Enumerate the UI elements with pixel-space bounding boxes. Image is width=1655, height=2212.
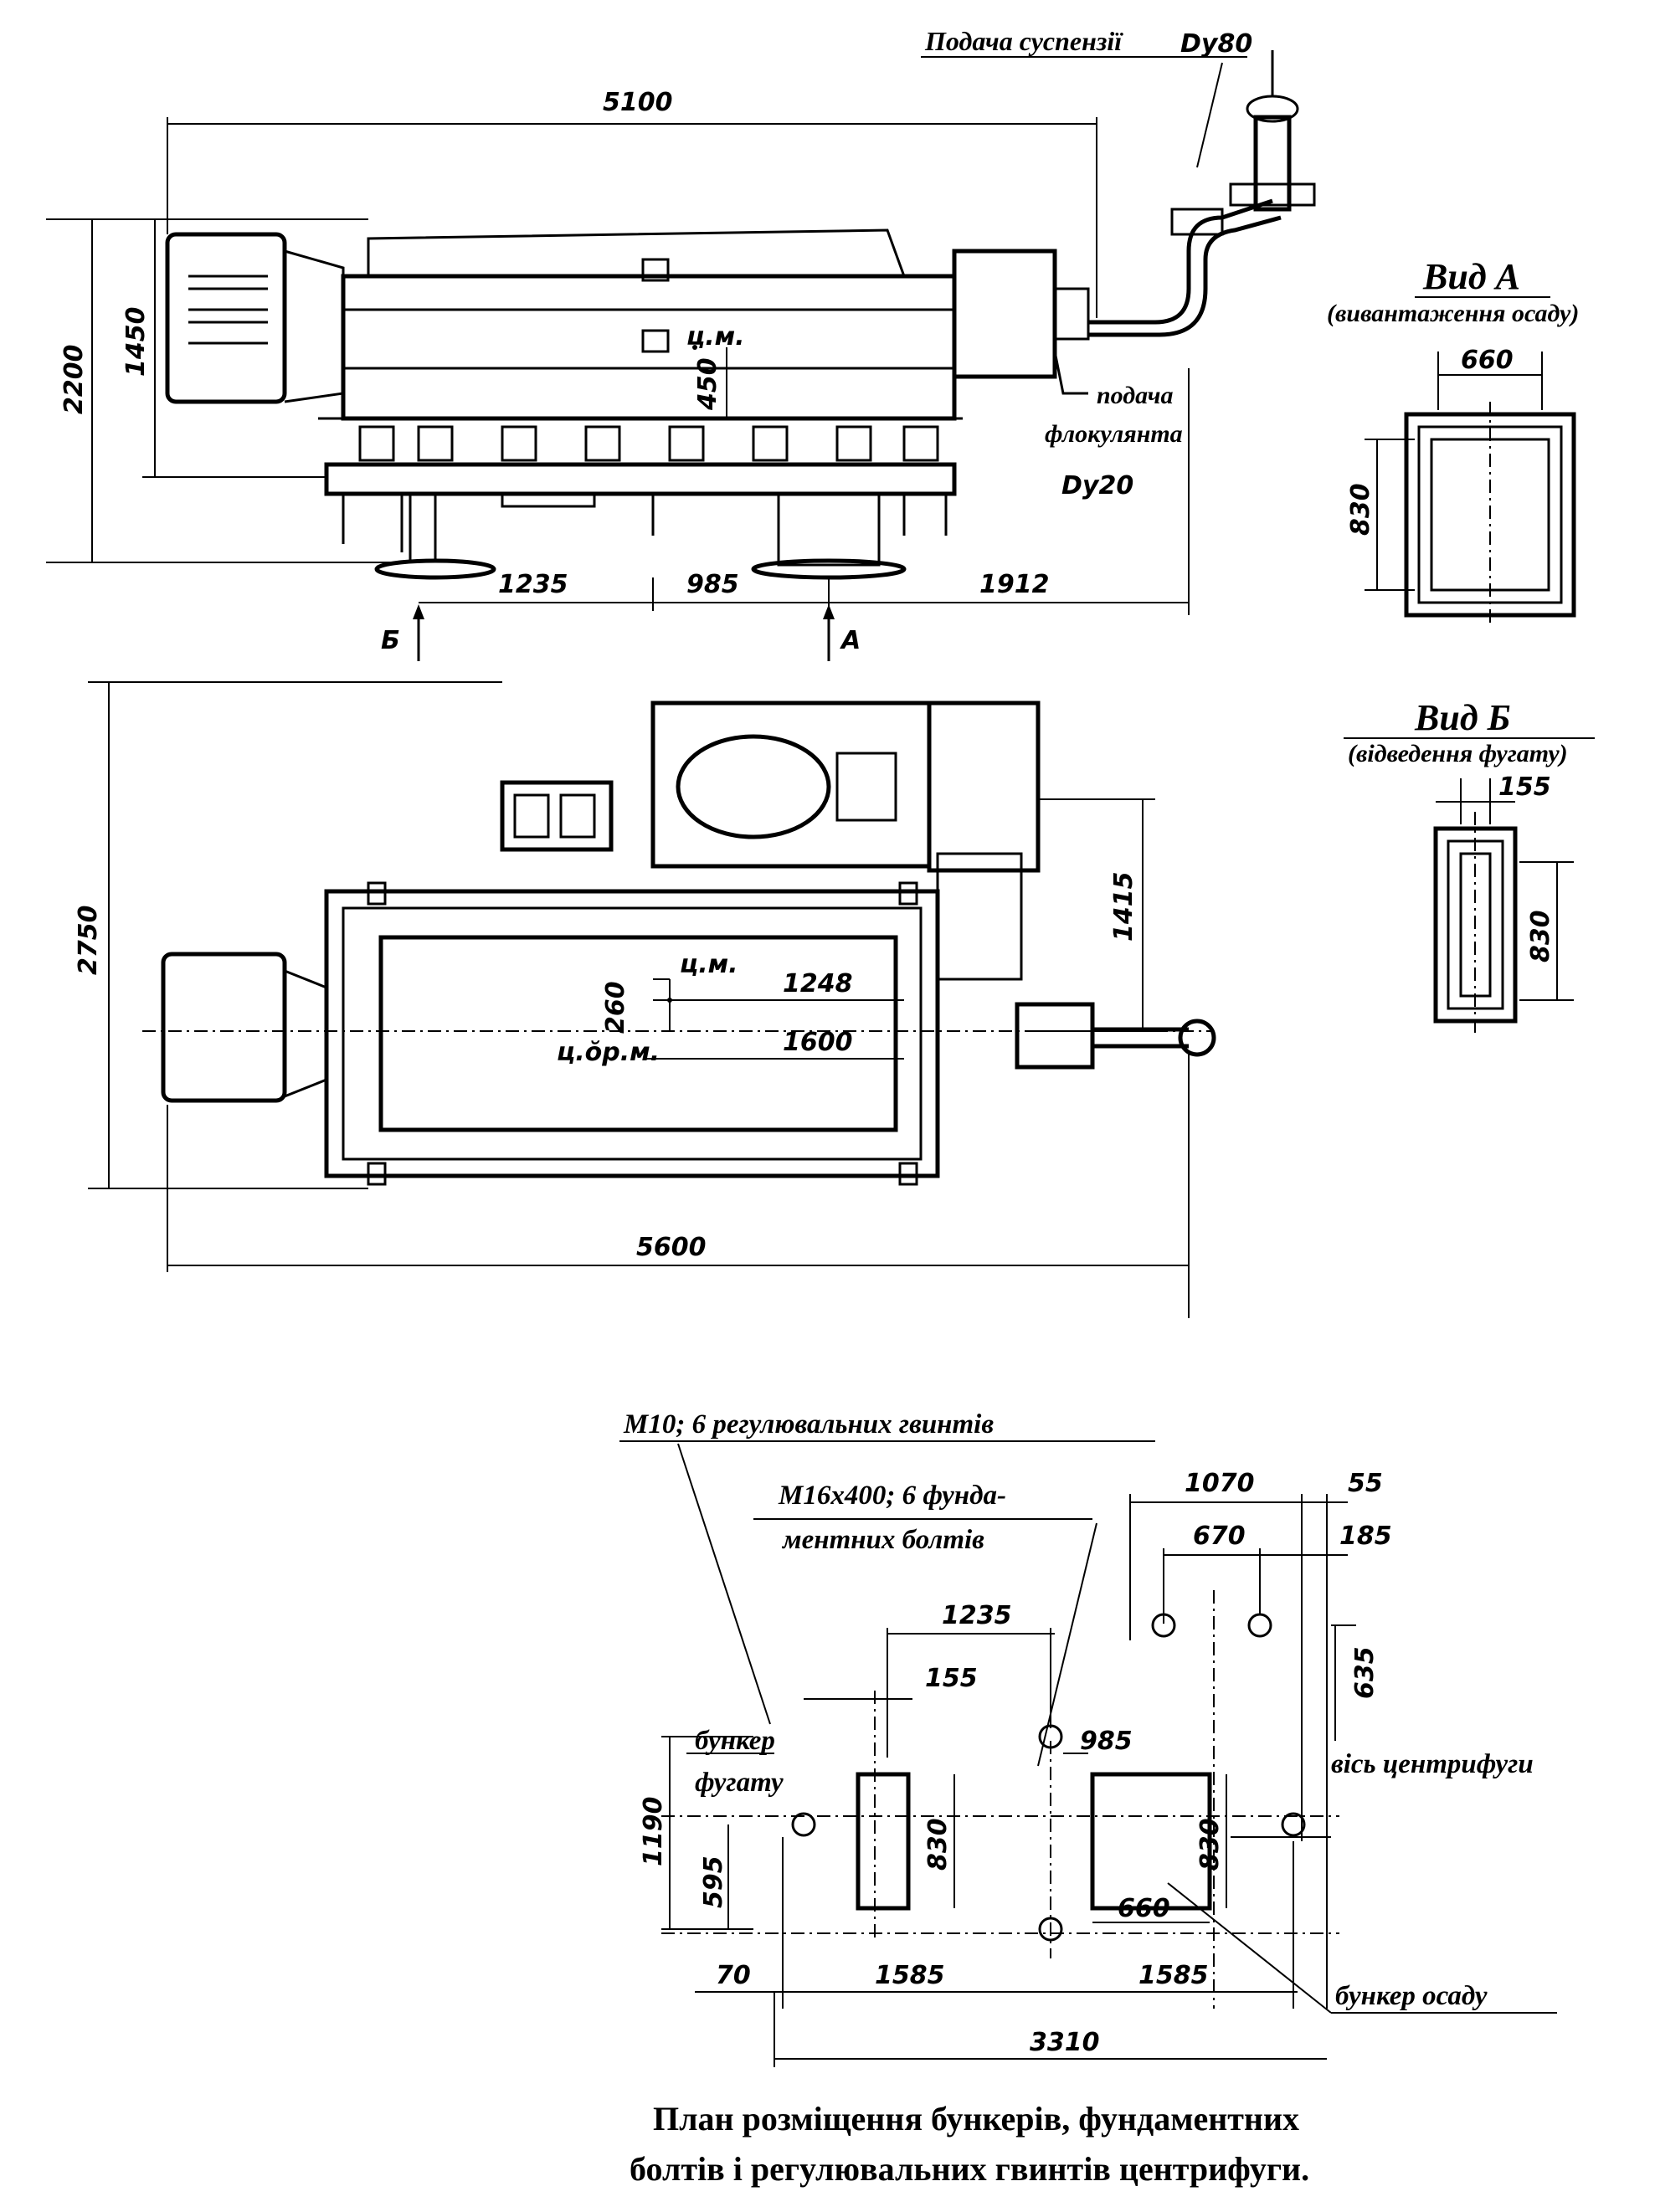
centre-drum-label-plan: ц.ŏр.м.: [557, 1038, 660, 1067]
dim-1070: 1070: [1185, 1469, 1255, 1498]
dim-985-side: 985: [686, 570, 739, 599]
centrifuge-axis-label: вісь центрифуги: [1331, 1749, 1534, 1779]
dim-1585-right: 1585: [1138, 1961, 1209, 1990]
foundation-plan: [619, 1440, 1557, 2067]
view-b: [1344, 737, 1595, 1034]
flocculant-label-line1: подача: [1097, 382, 1174, 409]
dim-660-plan: 660: [1118, 1894, 1170, 1923]
plan-view: [142, 701, 1216, 1186]
side-view: [165, 50, 1316, 580]
view-a-title: Вид А: [1422, 256, 1520, 297]
dim-1248: 1248: [783, 969, 853, 998]
dim-1912: 1912: [979, 570, 1050, 599]
dim-2750: 2750: [74, 906, 103, 976]
dim-5100: 5100: [603, 88, 673, 117]
suspension-feed-label: Подача суспензії: [924, 26, 1123, 56]
bunker-fugate-label-line1: бункер: [695, 1726, 775, 1756]
view-b-subtitle: (відведення фугату): [1348, 740, 1568, 767]
dim-830-sediment-bunker: 830: [1195, 1818, 1225, 1871]
dim-595: 595: [699, 1855, 728, 1908]
dim-1235-plan: 1235: [942, 1601, 1012, 1630]
dim-670: 670: [1193, 1522, 1246, 1551]
dim-3310: 3310: [1030, 2028, 1100, 2057]
view-a: [1365, 296, 1576, 628]
dim-1235-side: 1235: [498, 570, 568, 599]
dim-1600: 1600: [783, 1028, 853, 1057]
plan-view-dimensions: [88, 681, 1190, 1318]
dim-660-view-a: 660: [1461, 346, 1514, 375]
dim-985-plan: 985: [1080, 1727, 1133, 1756]
side-view-dimensions: [46, 56, 1247, 661]
dim-1415: 1415: [1109, 872, 1138, 942]
dim-55: 55: [1348, 1469, 1383, 1498]
dim-260: 260: [601, 981, 630, 1034]
dim-1190: 1190: [639, 1797, 668, 1867]
bolts-m10-label: М10; 6 регулювальних гвинтів: [623, 1409, 994, 1440]
dim-830-view-a: 830: [1346, 483, 1375, 536]
dim-450: 450: [693, 357, 722, 411]
bolts-m16-label-line1: М16х400; 6 фунда-: [778, 1481, 1006, 1511]
dim-185: 185: [1339, 1522, 1392, 1551]
caption-line1: План розміщення бункерів, фундаментних: [653, 2100, 1299, 2138]
flocculant-dn-label: Dy20: [1061, 471, 1133, 500]
dim-155-plan: 155: [925, 1664, 978, 1693]
dim-1450: 1450: [121, 307, 151, 377]
view-a-subtitle: (вивантаження осаду): [1327, 300, 1579, 327]
bunker-sediment-label: бункер осаду: [1335, 1981, 1488, 2011]
centre-mass-label-side: ц.м.: [686, 322, 745, 352]
dim-2200: 2200: [59, 345, 89, 415]
dim-70: 70: [716, 1961, 751, 1990]
flocculant-label-line2: флокулянта: [1045, 420, 1183, 448]
suspension-dn-label: Dy80: [1180, 29, 1252, 59]
caption-line2: болтів і регулювальних гвинтів центрифуг…: [630, 2150, 1309, 2188]
section-b-marker: Б: [381, 626, 400, 655]
centre-mass-label-plan: ц.м.: [680, 950, 738, 979]
dim-635: 635: [1350, 1646, 1380, 1699]
bunker-fugate-label-line2: фугату: [695, 1768, 784, 1798]
dim-155-view-b: 155: [1498, 772, 1551, 802]
dim-830-view-b: 830: [1526, 910, 1555, 962]
dim-5600: 5600: [636, 1233, 707, 1262]
section-a-marker: А: [840, 626, 861, 655]
dim-1585-left: 1585: [875, 1961, 945, 1990]
dim-830-fugate-bunker: 830: [923, 1818, 953, 1871]
view-b-title: Вид Б: [1414, 697, 1511, 738]
bolts-m16-label-line2: ментних болтів: [781, 1525, 984, 1555]
